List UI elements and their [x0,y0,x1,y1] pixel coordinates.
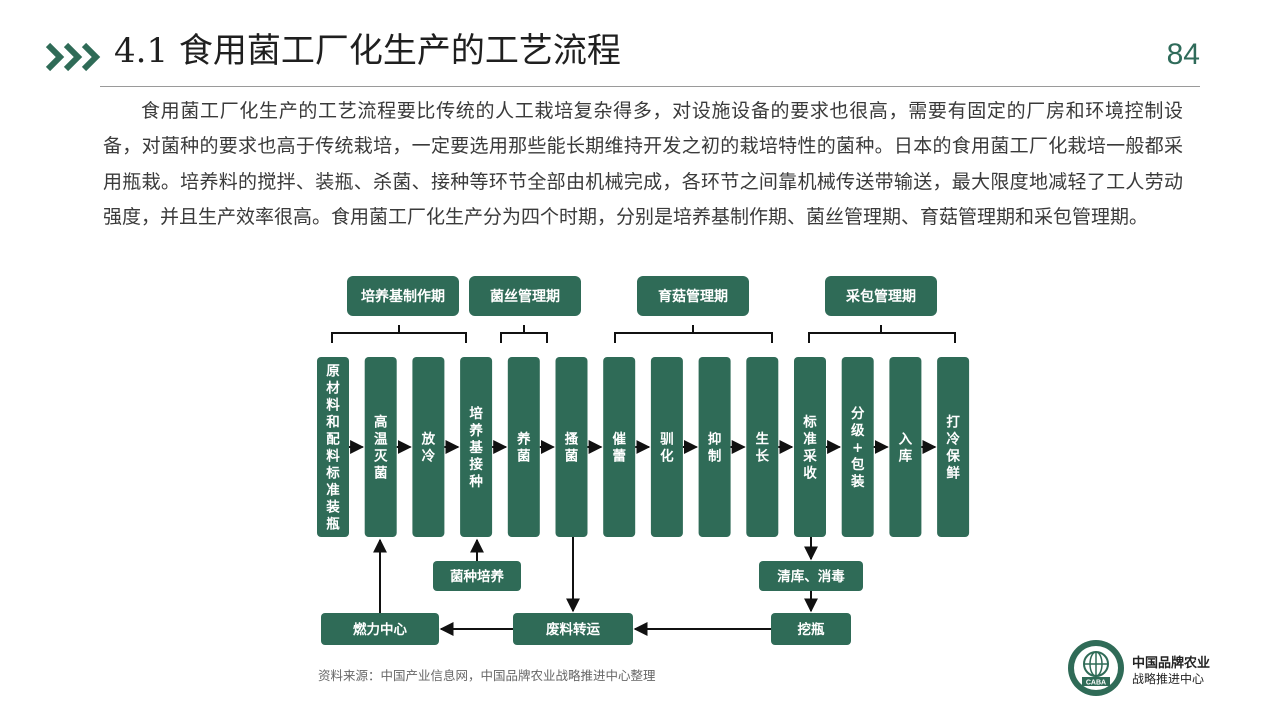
flow-step-1: 高温灭菌 [364,357,397,537]
flow-step-7: 驯化 [650,357,683,537]
flow-step-label: 放冷 [421,431,436,465]
svg-text:菌种培养: 菌种培养 [450,568,504,585]
chevron-right-icon [45,42,101,72]
flow-step-6: 催蕾 [603,357,636,537]
flow-step-12: 入库 [889,357,922,537]
flow-step-0: 原材料和配料标准装瓶 [317,357,349,537]
flow-step-label: 生长 [756,431,770,465]
page-title: 4.1 食用菌工厂化生产的工艺流程 [114,31,621,71]
caba-logo: CABA [1068,640,1124,696]
aux-waste-box: 废料转运 [513,613,633,645]
flow-step-label: 驯化 [660,432,674,465]
flow-step-label: 培养基接种 [468,405,483,490]
svg-text:育菇管理期: 育菇管理期 [658,288,728,305]
aux-dig-box: 挖瓶 [771,613,851,645]
svg-text:清库、消毒: 清库、消毒 [777,568,845,585]
flow-step-label: 催蕾 [612,431,626,465]
title-divider [100,86,1200,87]
flow-step-label: 入库 [899,432,913,465]
flow-step-9: 生长 [746,357,779,537]
flow-step-11: 分级+包装 [841,357,874,537]
svg-text:CABA: CABA [1086,680,1106,687]
stage-brace-0 [331,325,467,343]
svg-text:培养基制作期: 培养基制作期 [361,288,445,305]
svg-text:废料转运: 废料转运 [546,621,600,638]
svg-text:燃力中心: 燃力中心 [353,621,407,638]
flow-step-label: 标准采收 [802,414,817,482]
stage-header-0: 培养基制作期 [347,276,459,316]
stage-header-3: 采包管理期 [825,276,937,316]
page-number: 84 [1166,38,1200,71]
aux-fuel-box: 燃力中心 [321,613,439,645]
svg-text:采包管理期: 采包管理期 [845,288,916,305]
stage-brace-1 [500,325,548,343]
flow-step-label: 搔菌 [565,431,579,465]
flow-step-8: 抑制 [698,357,731,537]
flow-step-3: 培养基接种 [460,357,493,537]
flow-step-10: 标准采收 [794,357,826,537]
org-name-line1: 中国品牌农业 [1132,656,1211,671]
flow-step-label: 抑制 [708,431,722,465]
flow-step-label: 打冷保鲜 [945,414,960,482]
stage-header-2: 育菇管理期 [637,276,749,316]
svg-text:菌丝管理期: 菌丝管理期 [490,288,560,305]
aux-clean-box: 清库、消毒 [759,561,863,591]
stage-header-1: 菌丝管理期 [469,276,581,316]
flow-step-label: 养菌 [516,431,531,465]
source-note: 资料来源：中国产业信息网，中国品牌农业战略推进中心整理 [318,669,656,683]
flow-step-label: 原材料和配料标准装瓶 [325,364,340,533]
flow-step-2: 放冷 [412,357,445,537]
svg-text:挖瓶: 挖瓶 [798,621,826,638]
flow-step-label: 高温灭菌 [373,414,388,482]
stage-brace-2 [614,325,773,343]
stage-brace-3 [808,325,956,343]
flow-step-5: 搔菌 [555,357,588,537]
flow-step-13: 打冷保鲜 [937,357,970,537]
body-paragraph: 食用菌工厂化生产的工艺流程要比传统的人工栽培复杂得多，对设施设备的要求也很高，需… [103,100,1183,229]
flow-step-4: 养菌 [507,357,540,537]
aux-strain-box: 菌种培养 [433,561,521,591]
org-name-line2: 战略推进中心 [1132,672,1205,686]
flow-step-label: 分级+包装 [850,406,865,490]
